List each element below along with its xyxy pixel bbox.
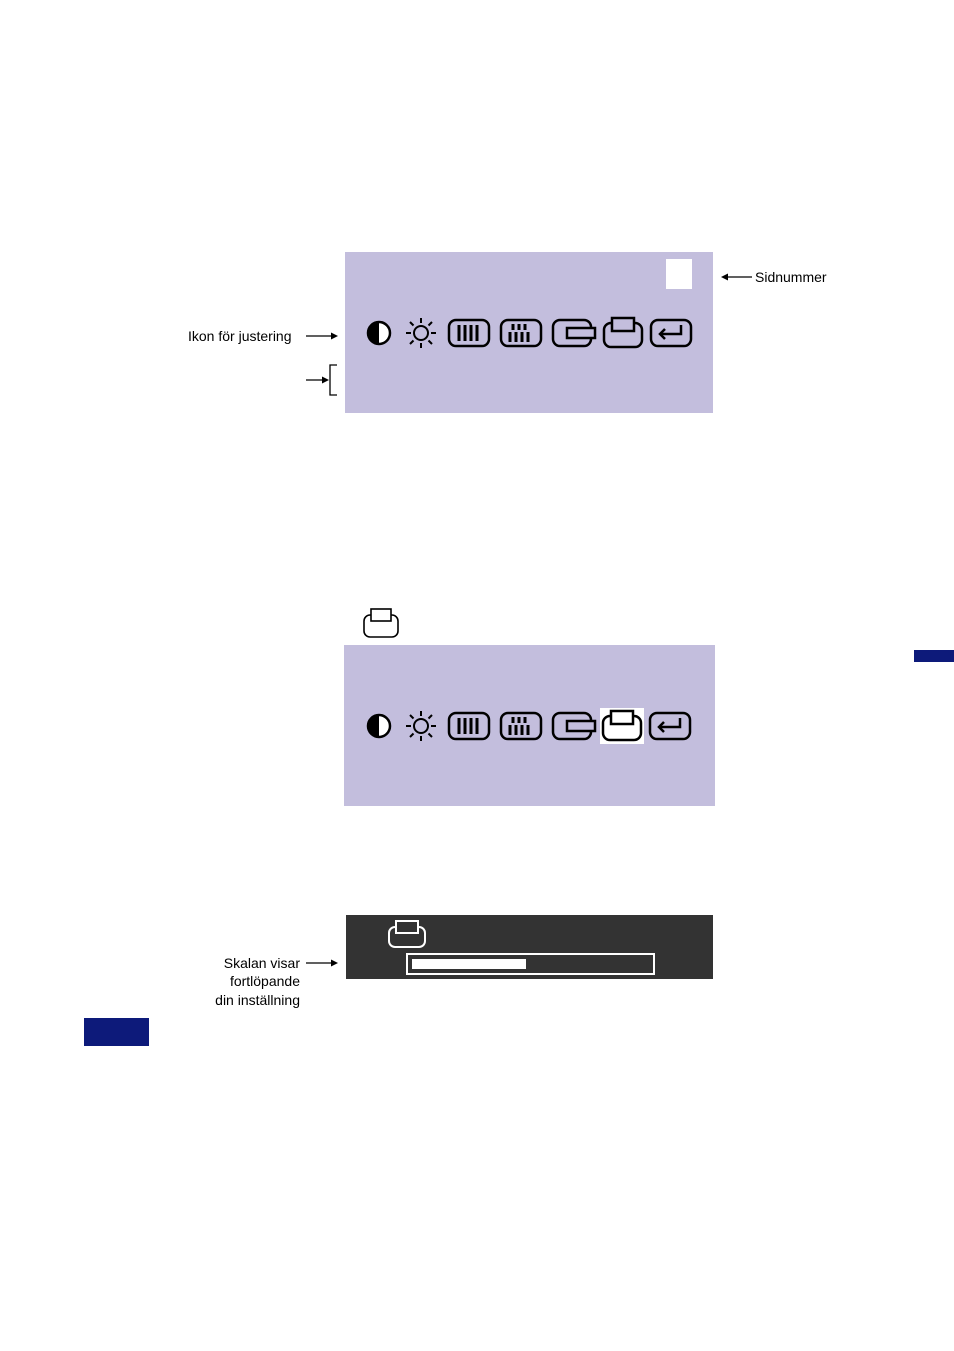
scale-label-line-1: Skalan visar [224,954,300,972]
scale-label-line-3: din inställning [215,991,300,1009]
arrow-to-bracket [306,364,338,396]
menu-icon-row-1 [364,316,693,350]
contrast-icon[interactable] [364,316,394,350]
page-number-label: Sidnummer [755,268,827,286]
osd-adjust-panel [346,915,713,979]
h-position-icon[interactable] [551,316,597,350]
arrow-to-icons [306,330,338,342]
arrow-to-page-number [721,271,753,283]
v-position-icon[interactable] [602,316,644,350]
exit-icon[interactable] [649,316,693,350]
adjust-icon-label: Ikon för justering [188,327,292,345]
adjust-scale-fill [412,959,526,969]
adjust-scale-bar[interactable] [406,953,655,975]
side-tab-left [84,1018,149,1046]
page-number-box [666,259,692,289]
v-size-icon[interactable] [499,709,543,743]
v-size-icon[interactable] [499,316,543,350]
v-position-icon[interactable] [601,709,643,743]
side-tab-right [914,650,954,662]
brightness-icon[interactable] [404,709,438,743]
h-size-icon[interactable] [447,316,491,350]
v-position-standalone-icon [362,607,400,639]
menu-icon-row-2 [364,708,692,744]
selected-icon-highlight [600,708,644,744]
scale-label-line-2: fortlöpande [230,972,300,990]
v-position-icon [387,919,427,949]
arrow-to-scale [306,957,338,969]
contrast-icon[interactable] [364,709,394,743]
exit-icon[interactable] [648,709,692,743]
h-position-icon[interactable] [551,709,597,743]
brightness-icon[interactable] [404,316,438,350]
h-size-icon[interactable] [447,709,491,743]
